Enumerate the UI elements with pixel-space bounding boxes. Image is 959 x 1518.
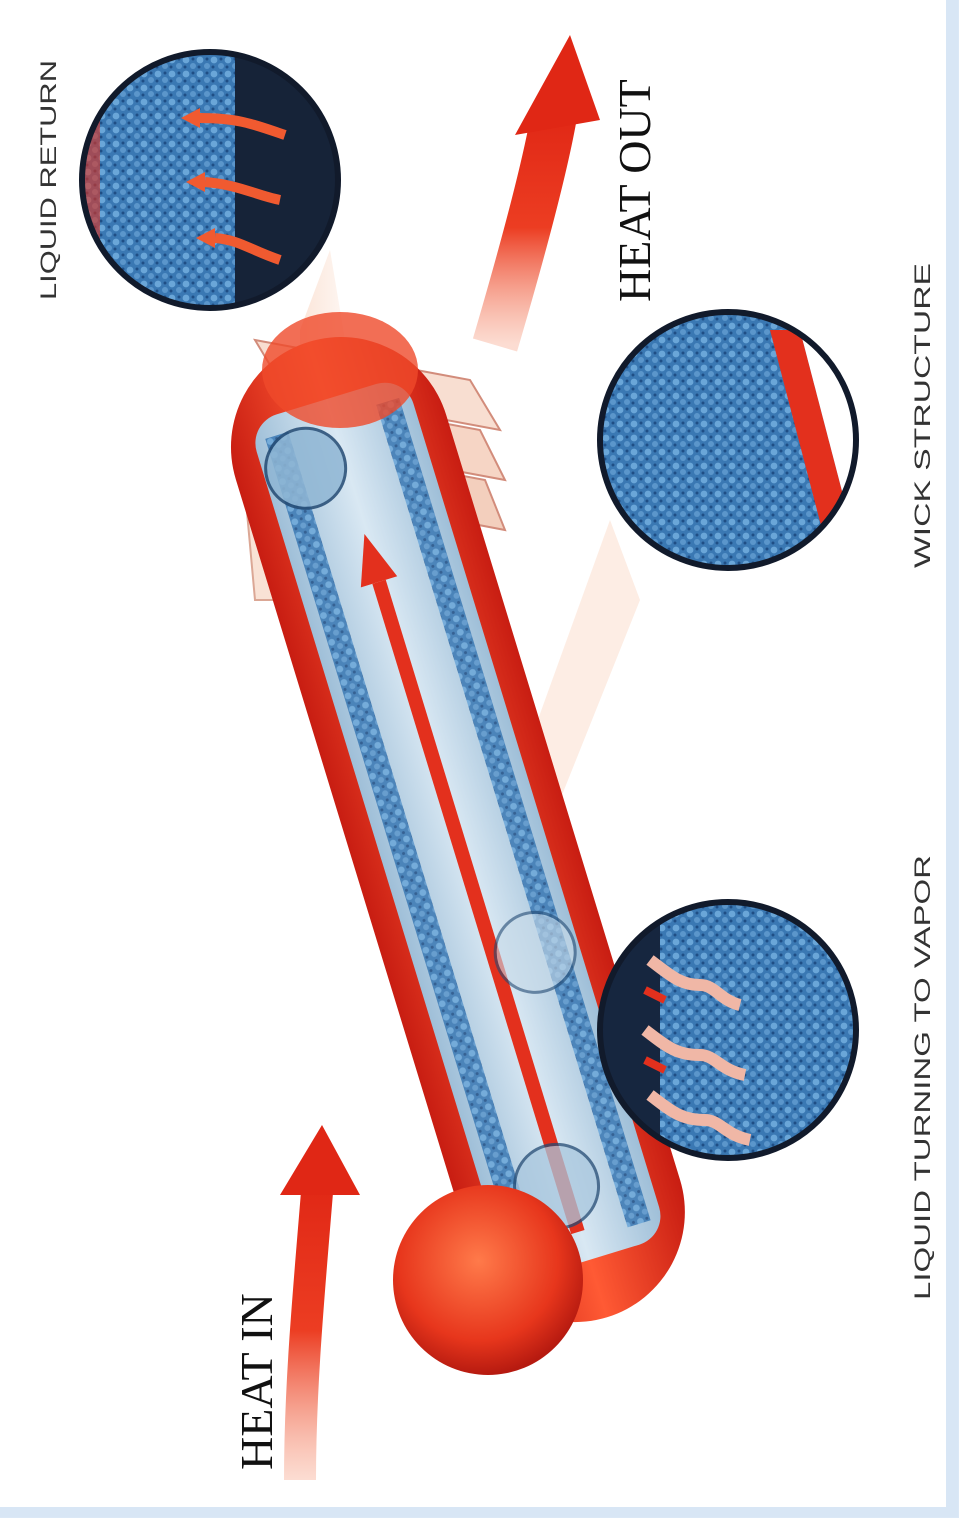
liquid-to-vapor-label: LIQUID TURNING TO VAPOR [910,855,935,1300]
wick-structure-label: WICK STRUCTURE [910,263,935,568]
pipe-bottom-cap [393,1185,583,1375]
liquid-return-label: LIQUID RETURN [36,60,61,300]
heat-out-arrow [495,35,600,345]
magnifier-liquid-vapor [600,900,860,1160]
heat-in-label: HEAT IN [231,1293,282,1470]
pipe-top-cap [262,312,418,428]
magnifier-liquid-return [80,50,345,310]
heat-in-arrow [280,1125,360,1480]
heat-out-label: HEAT OUT [609,79,660,302]
magnifier-wick-structure [600,310,860,570]
